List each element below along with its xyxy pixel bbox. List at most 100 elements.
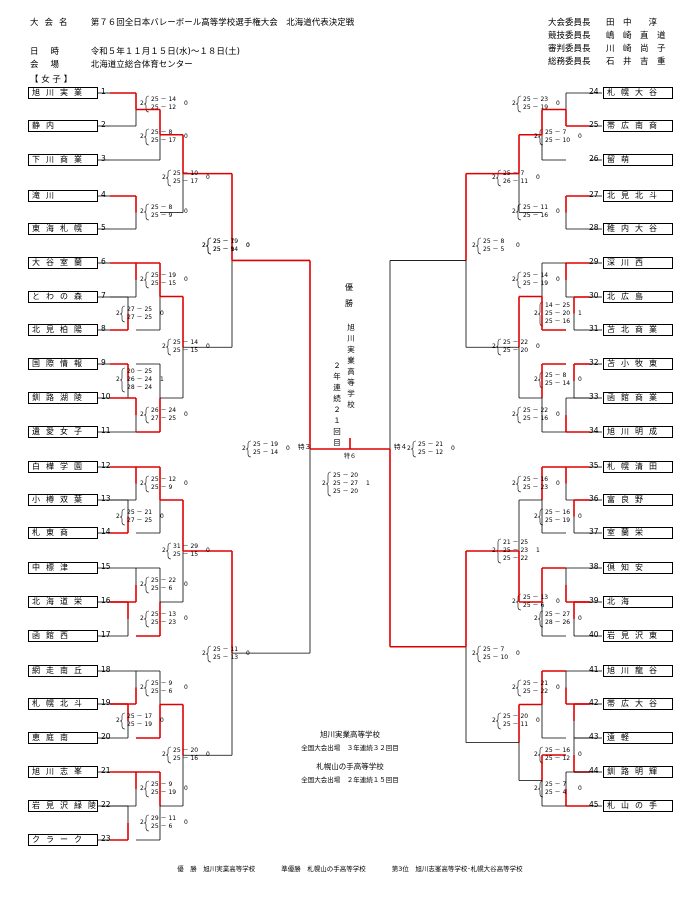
set-score: 26 － 24	[151, 407, 177, 414]
score-lost-sets: 0	[556, 100, 560, 107]
note-1-detail: 全国大会出場 ３年連続３２回目	[301, 744, 399, 752]
set-score: 25 － 21	[127, 509, 153, 516]
score-brace	[143, 406, 150, 424]
set-score: 27 － 25	[127, 517, 153, 524]
score-won-sets: 2	[162, 343, 166, 350]
score-brace	[537, 301, 544, 327]
team-box-left: 小樽双葉	[28, 494, 98, 506]
set-score: 25 － 27	[545, 611, 571, 618]
set-score: 25 － 7	[483, 646, 505, 653]
team-box-left: 網走南丘	[28, 665, 98, 677]
team-box-right: 深川西	[603, 257, 673, 269]
score-lost-sets: 0	[184, 208, 188, 215]
team-number: 14	[101, 527, 111, 536]
set-score: 27 － 25	[127, 314, 153, 321]
team-box-left: クラーク	[28, 834, 98, 846]
team-number: 6	[101, 257, 106, 266]
set-score: 25 － 19	[545, 517, 571, 524]
team-box-left: 函館西	[28, 630, 98, 642]
score-lost-sets: 1	[536, 547, 540, 554]
set-score: 25 － 22	[503, 555, 529, 562]
score-lost-sets: 0	[556, 598, 560, 605]
score-brace	[495, 169, 502, 187]
set-score: 25 － 11	[503, 721, 529, 728]
team-box-right: 室蘭栄	[603, 527, 673, 539]
team-number: 13	[101, 494, 111, 503]
set-score: 25 － 17	[173, 178, 199, 185]
score-brace	[515, 203, 522, 221]
team-box-right: 北海	[603, 596, 673, 608]
score-brace	[165, 169, 172, 187]
set-score: 25 － 16	[523, 415, 549, 422]
team-number: 35	[589, 461, 599, 470]
event-date-value: 令和５年１１月１５日(水)～１８日(土)	[90, 47, 240, 57]
score-brace	[143, 679, 150, 697]
set-score: 25 － 7	[545, 129, 567, 136]
set-score: 25 － 11	[523, 204, 549, 211]
set-score: 25 － 23	[151, 619, 177, 626]
score-brace	[515, 679, 522, 697]
score-won-sets: 2	[140, 276, 144, 283]
score-lost-sets: 0	[246, 242, 250, 249]
set-score: 25 － 7	[503, 170, 525, 177]
score-won-sets: 2	[202, 650, 206, 657]
score-won-sets: 2	[162, 547, 166, 554]
official-3: 審判委員長 川 崎 尚 子	[548, 44, 666, 55]
team-box-right: 苫北商業	[603, 324, 673, 336]
score-won-sets: 2	[512, 411, 516, 418]
score-lost-sets: 0	[556, 480, 560, 487]
special-final-label: 特６	[344, 453, 357, 460]
set-score: 25 － 16	[545, 318, 571, 325]
score-brace	[205, 237, 212, 255]
team-box-right: 旭川龍谷	[603, 665, 673, 677]
set-score: 25 － 20	[503, 713, 529, 720]
set-score: 25 － 14	[173, 339, 199, 346]
team-number: 38	[589, 562, 599, 571]
team-number: 2	[101, 120, 106, 129]
event-name-value: 第７６回全日本バレーボール高等学校選手権大会 北海道代表決定戦	[90, 18, 355, 28]
score-brace	[495, 712, 502, 730]
score-brace	[205, 645, 212, 663]
score-brace	[119, 508, 126, 526]
set-score: 25 － 6	[151, 688, 173, 695]
score-lost-sets: 0	[184, 684, 188, 691]
official-role: 審判委員長	[548, 44, 591, 54]
score-brace	[245, 440, 252, 458]
set-score: 25 － 9	[151, 680, 173, 687]
event-venue-row: 会場 北海道立総合体育センター	[30, 60, 193, 71]
score-brace	[143, 780, 150, 798]
score-brace	[515, 406, 522, 424]
team-number: 18	[101, 665, 111, 674]
team-number: 24	[589, 87, 599, 96]
team-box-right: 遠軽	[603, 732, 673, 744]
team-box-right: 旭川明成	[603, 426, 673, 438]
set-score: 25 － 19	[151, 789, 177, 796]
set-score: 25 － 15	[173, 347, 199, 354]
score-won-sets: 2	[242, 445, 246, 452]
team-number: 45	[589, 800, 599, 809]
final-standings: 優 勝 旭川実業高等学校 準優勝 札幌山の手高等学校 第3位 旭川志峯高等学校･…	[177, 865, 523, 873]
set-score: 25 － 21	[523, 680, 549, 687]
score-brace	[165, 338, 172, 356]
score-lost-sets: 0	[206, 174, 210, 181]
score-won-sets: 2	[322, 480, 326, 487]
official-name: 石 井 吉 重	[606, 57, 666, 67]
team-box-left: 東海札幌	[28, 223, 98, 235]
champion-label: 優勝	[345, 283, 353, 308]
official-name: 川 崎 尚 子	[606, 44, 666, 54]
score-brace	[143, 610, 150, 628]
set-score: 25 － 16	[545, 747, 571, 754]
set-score: 25 － 20	[503, 347, 529, 354]
score-lost-sets: 0	[246, 650, 250, 657]
set-score: 25 － 19	[523, 104, 549, 111]
champion-streak: ２年連続２１回目	[333, 361, 341, 447]
event-name-label: 大会名	[30, 18, 74, 28]
official-role: 競技委員長	[548, 31, 591, 41]
set-score: 25 － 9	[151, 484, 173, 491]
set-score: 25 － 22	[523, 688, 549, 695]
score-won-sets: 2	[162, 751, 166, 758]
team-number: 9	[101, 358, 106, 367]
set-score: 25 － 14	[253, 449, 279, 456]
set-score: 25 － 20	[545, 310, 571, 317]
score-lost-sets: 0	[184, 581, 188, 588]
